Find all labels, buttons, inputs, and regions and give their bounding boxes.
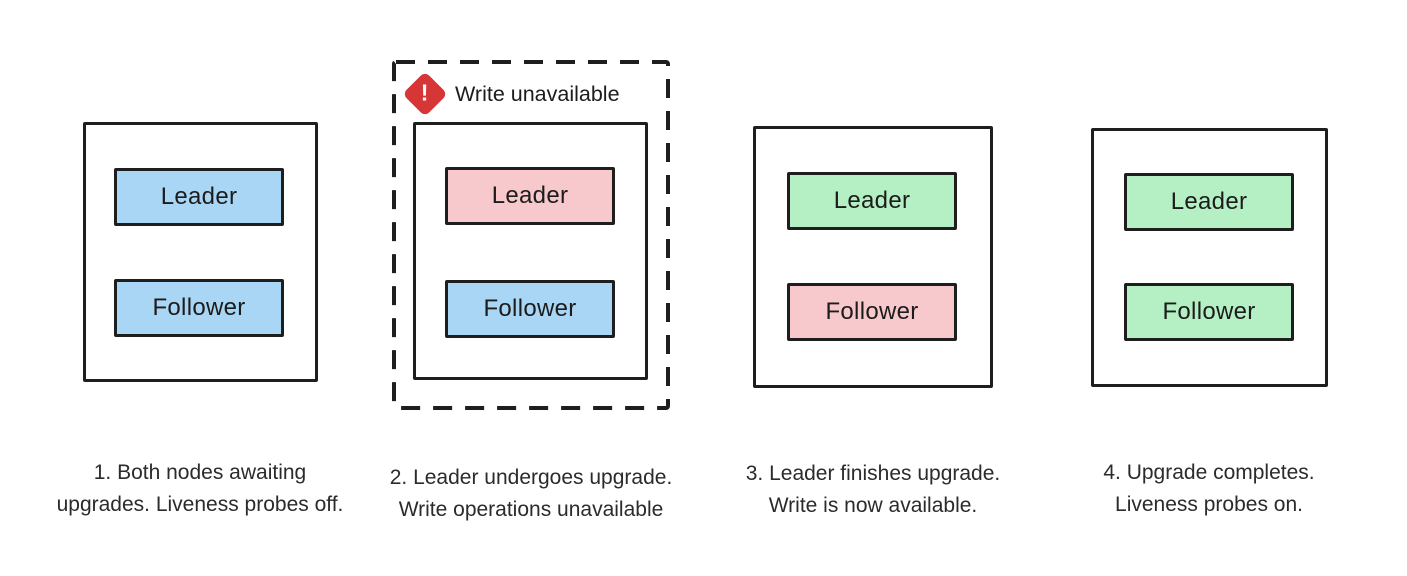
caption-step-1-line-1: 1. Both nodes awaiting xyxy=(93,461,307,484)
node-follower-label: Follower xyxy=(483,295,577,322)
node-leader-step-2: Leader xyxy=(445,167,615,225)
cluster-box-step-3: Leader Follower xyxy=(753,126,993,388)
write-unavailable-banner: ! Write unavailable xyxy=(402,71,620,117)
node-leader-label: Leader xyxy=(160,183,238,210)
caption-step-4-line-2: Liveness probes on. xyxy=(1115,493,1303,516)
caption-step-3: 3. Leader finishes upgrade. Write is now… xyxy=(703,458,1043,522)
node-leader-step-4: Leader xyxy=(1124,173,1294,231)
exclamation-glyph: ! xyxy=(421,79,429,106)
caption-step-2-line-1: 2. Leader undergoes upgrade. xyxy=(389,466,673,489)
node-leader-step-3: Leader xyxy=(787,172,957,230)
node-follower-label: Follower xyxy=(1162,298,1256,325)
caption-step-4: 4. Upgrade completes. Liveness probes on… xyxy=(1039,457,1379,521)
write-unavailable-label: Write unavailable xyxy=(455,81,620,106)
node-leader-label: Leader xyxy=(491,182,569,209)
node-leader-label: Leader xyxy=(833,187,911,214)
upgrade-zone-dashed-border xyxy=(392,60,670,410)
node-leader-step-1: Leader xyxy=(114,168,284,226)
cluster-box-step-2: Leader Follower xyxy=(413,122,648,380)
node-follower-step-4: Follower xyxy=(1124,283,1294,341)
warning-icon: ! xyxy=(402,71,448,117)
node-follower-step-3: Follower xyxy=(787,283,957,341)
caption-step-3-line-1: 3. Leader finishes upgrade. xyxy=(745,462,1001,485)
caption-step-2-line-2: Write operations unavailable xyxy=(398,498,664,521)
node-follower-label: Follower xyxy=(152,294,246,321)
node-follower-label: Follower xyxy=(825,298,919,325)
caption-step-4-line-1: 4. Upgrade completes. xyxy=(1103,461,1315,484)
caption-step-1-line-2: upgrades. Liveness probes off. xyxy=(56,493,344,516)
caption-step-2: 2. Leader undergoes upgrade. Write opera… xyxy=(361,462,701,526)
node-leader-label: Leader xyxy=(1170,188,1248,215)
caption-step-1: 1. Both nodes awaiting upgrades. Livenes… xyxy=(30,457,370,521)
cluster-box-step-1: Leader Follower xyxy=(83,122,318,382)
node-follower-step-2: Follower xyxy=(445,280,615,338)
node-follower-step-1: Follower xyxy=(114,279,284,337)
caption-step-3-line-2: Write is now available. xyxy=(768,494,978,517)
cluster-box-step-4: Leader Follower xyxy=(1091,128,1328,387)
